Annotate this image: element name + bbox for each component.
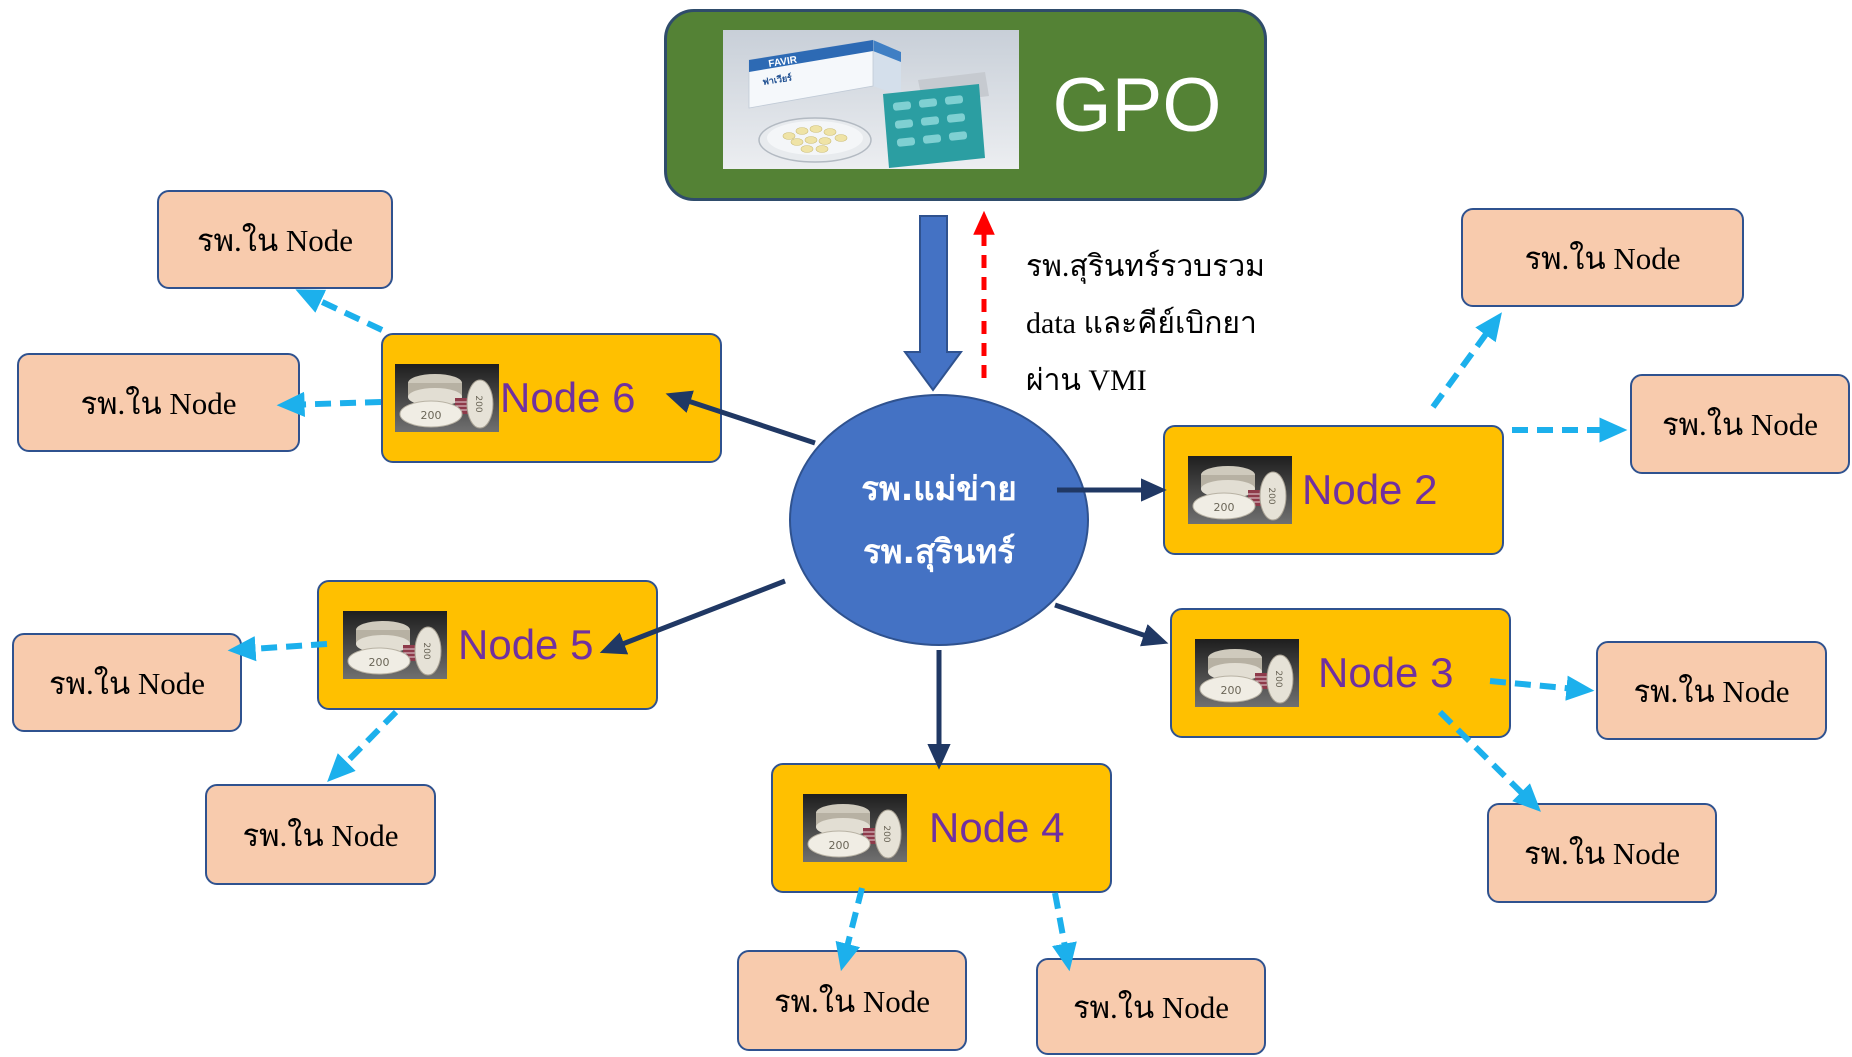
node-5-hospital-2: รพ.ใน Node <box>205 784 436 885</box>
vmi-note-line-3: ผ่าน VMI <box>1026 364 1147 397</box>
favipiravir-tablets-image <box>803 794 907 862</box>
node-4-box: Node 4 <box>771 763 1112 893</box>
hub-to-node-3-arrow <box>1054 602 1169 647</box>
node-5-to-hospital-1-arrow <box>227 636 328 662</box>
vmi-note-line-1: รพ.สุรินทร์รวบรวม <box>1026 250 1265 283</box>
node-2-label: Node 2 <box>1302 466 1438 513</box>
node-6-label: Node 6 <box>500 374 636 421</box>
favipiravir-tablets-image <box>1188 456 1292 524</box>
supply-block-arrow <box>903 215 963 392</box>
gpo-title: GPO <box>1052 62 1222 148</box>
node-4-label: Node 4 <box>929 804 1065 851</box>
vmi-note: รพ.สุรินทร์รวบรวม data และคีย์เบิกยา ผ่า… <box>1026 238 1265 409</box>
node-2-box: Node 2 <box>1163 425 1504 555</box>
node-3-label: Node 3 <box>1318 649 1454 696</box>
node-5-to-hospital-2-arrow <box>327 709 399 782</box>
node-3-hospital-1: รพ.ใน Node <box>1596 641 1827 740</box>
node-2-hospital-2: รพ.ใน Node <box>1630 374 1850 474</box>
node-4-hospital-2: รพ.ใน Node <box>1036 958 1266 1055</box>
node-5-box: Node 5 <box>317 580 658 710</box>
node-5-hospital-1: รพ.ใน Node <box>12 633 242 732</box>
node-3-hospital-2: รพ.ใน Node <box>1487 803 1717 903</box>
hub-line-2: รพ.สุรินทร์ <box>863 532 1015 571</box>
node-6-to-hospital-1-arrow <box>295 289 384 333</box>
node-2-to-hospital-1-arrow <box>1430 312 1502 409</box>
node-3-box: Node 3 <box>1170 608 1511 738</box>
node-6-box: Node 6 <box>381 333 722 463</box>
node-4-to-hospital-2-arrow <box>1052 892 1077 972</box>
favipiravir-tablets-image <box>1195 639 1299 707</box>
node-5-label: Node 5 <box>458 621 594 668</box>
product-brand-text: FAVIR <box>768 54 799 69</box>
favipiravir-tablets-image <box>343 611 447 679</box>
vmi-note-line-2: data และคีย์เบิกยา <box>1026 307 1257 340</box>
node-4-hospital-1: รพ.ใน Node <box>737 950 967 1051</box>
node-2-hospital-1: รพ.ใน Node <box>1461 208 1744 307</box>
hub-line-1: รพ.แม่ข่าย <box>861 469 1017 508</box>
favipiravir-tablets-image <box>395 364 499 432</box>
hub-hospital-ellipse: รพ.แม่ข่าย รพ.สุรินทร์ <box>789 394 1089 646</box>
node-6-hospital-2: รพ.ใน Node <box>17 353 300 452</box>
gpo-box: FAVIR ฟาเวียร์ GPO <box>664 9 1267 201</box>
node-6-hospital-1: รพ.ใน Node <box>157 190 393 289</box>
favir-product-photo: FAVIR ฟาเวียร์ <box>723 30 1019 169</box>
